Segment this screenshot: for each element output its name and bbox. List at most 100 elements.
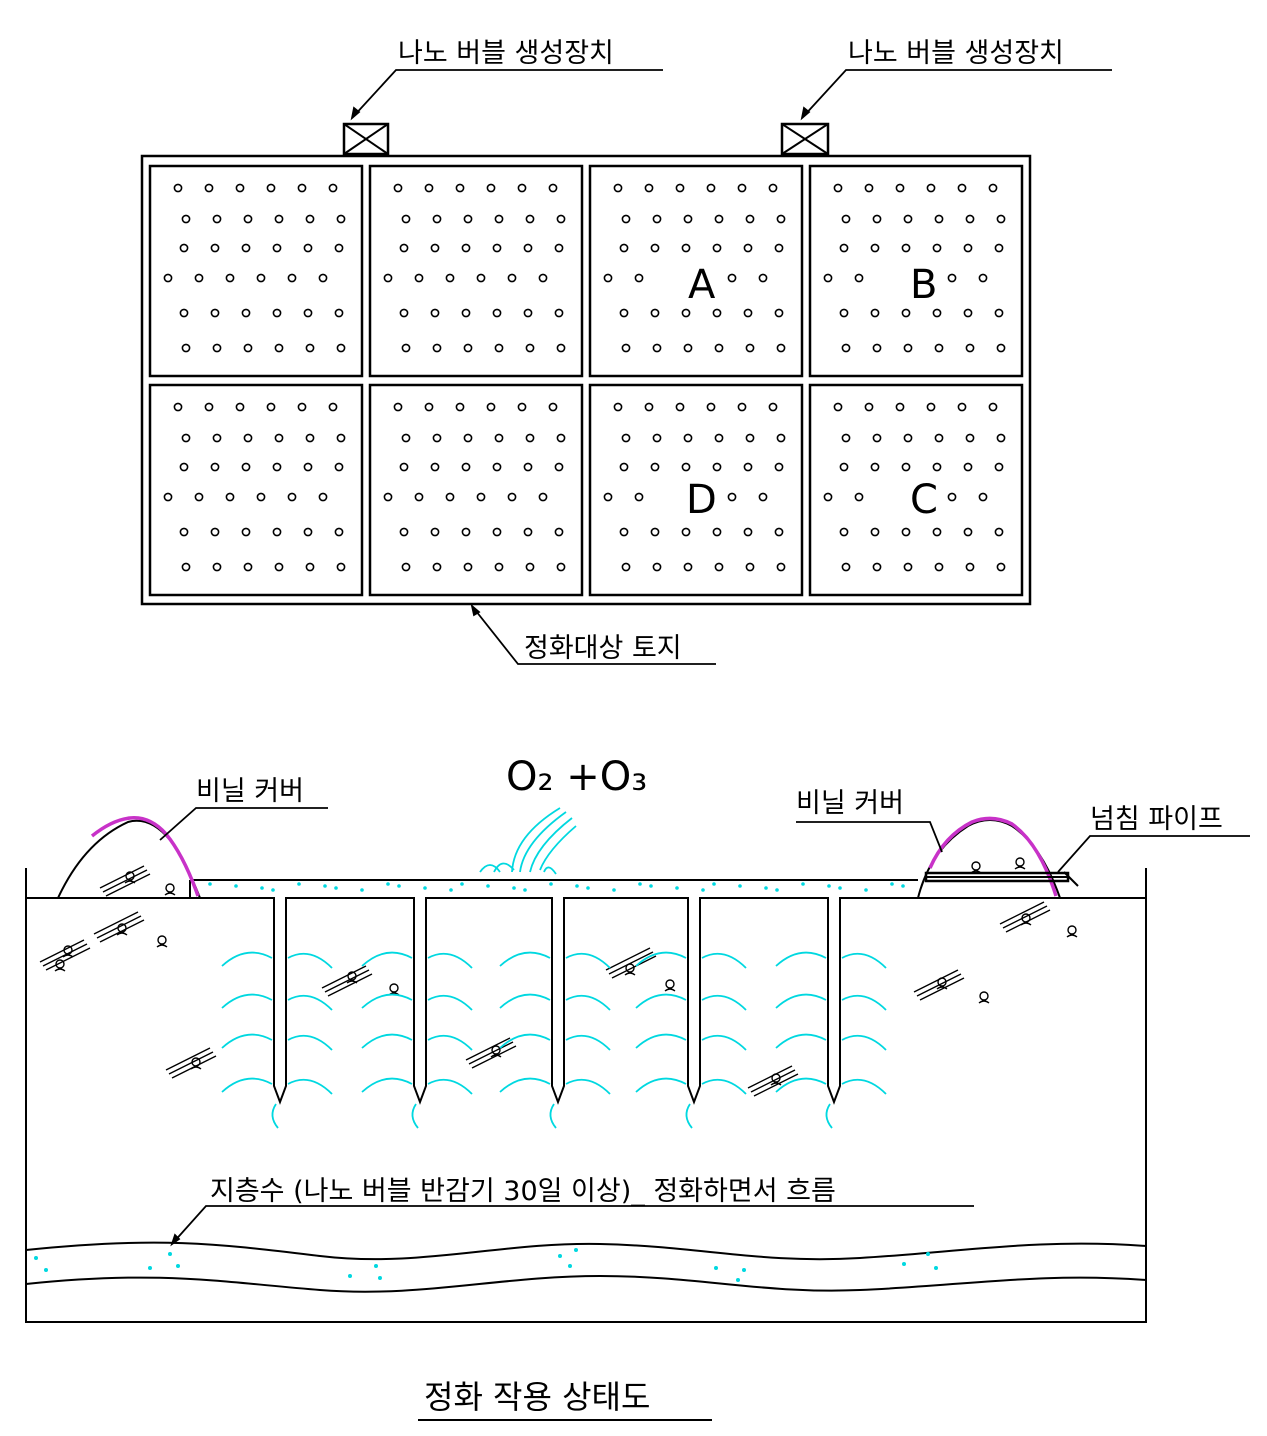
bubble-wave [635, 1033, 687, 1049]
injection-point [463, 433, 473, 443]
bubble-wave [287, 1034, 333, 1051]
bubble-wave [775, 1033, 827, 1049]
injection-point [841, 214, 851, 224]
leader-generator-left [350, 69, 663, 121]
injection-point [737, 402, 747, 412]
injection-point [274, 433, 284, 443]
bubble-dot [890, 882, 894, 886]
injection-point [870, 462, 880, 472]
injection-point [758, 492, 768, 502]
bubble-wave [701, 1034, 747, 1051]
injection-point [872, 214, 882, 224]
plot-cell [588, 383, 804, 597]
injection-point [650, 243, 660, 253]
bubble-wave [775, 951, 827, 967]
injection-point [870, 527, 880, 537]
injection-point [839, 462, 849, 472]
soil-pebble [191, 1057, 201, 1067]
injection-point [652, 343, 662, 353]
injection-point [461, 462, 471, 472]
injection-point [393, 402, 403, 412]
injection-point [994, 527, 1004, 537]
bubble-dot [712, 882, 716, 886]
bubble-dot [586, 886, 590, 890]
plot-cell [808, 383, 1024, 597]
injection-point [745, 343, 755, 353]
soil-hatch [168, 1051, 214, 1075]
soil-hatch [321, 965, 367, 989]
injection-point [274, 214, 284, 224]
injection-point [225, 492, 235, 502]
injection-point [517, 183, 527, 193]
injection-point [554, 243, 564, 253]
groundwater-bubble [934, 1266, 938, 1270]
injection-point [675, 183, 685, 193]
injection-point [241, 243, 251, 253]
injection-point [774, 462, 784, 472]
injection-point [525, 343, 535, 353]
soil-pebble [63, 945, 73, 955]
groundwater-bubble [558, 1254, 562, 1258]
leader-generator-right [800, 69, 1112, 121]
injection-point [965, 214, 975, 224]
groundwater-bubble [378, 1276, 382, 1280]
soil-pebble-base [1020, 922, 1032, 926]
soil-hatch [93, 911, 139, 935]
soil-pebble [665, 979, 675, 989]
bubble-dot [864, 888, 868, 892]
groundwater-bubble [568, 1264, 572, 1268]
injection-point [841, 562, 851, 572]
injection-point [926, 183, 936, 193]
injection-point [204, 183, 214, 193]
soil-hatch [605, 947, 651, 971]
injection-point [613, 402, 623, 412]
injection-point [978, 492, 988, 502]
injection-point [681, 462, 691, 472]
injection-point [652, 562, 662, 572]
injection-point [334, 243, 344, 253]
injection-point [776, 343, 786, 353]
soil-pebble-base [62, 954, 74, 958]
bubble-wave [701, 1078, 747, 1095]
bubble-dot [612, 888, 616, 892]
leader-cover-right [796, 821, 943, 853]
groundwater-bubble [176, 1264, 180, 1268]
injection-point [965, 343, 975, 353]
injection-point [430, 462, 440, 472]
injection-point [683, 214, 693, 224]
soil-hatch [324, 969, 370, 993]
injection-point [554, 462, 564, 472]
injection-point [737, 183, 747, 193]
bubble-wave [565, 994, 611, 1011]
gas-spray [479, 807, 577, 875]
diagram-caption: 정화 작용 상태도 [424, 1378, 650, 1416]
injection-point [212, 433, 222, 443]
injection-point [494, 433, 504, 443]
injection-point [463, 214, 473, 224]
bubble-wave [565, 1078, 611, 1095]
plan-view: 나노 버블 생성장치 나노 버블 생성장치 정화대상 토지 A B C D [140, 38, 1112, 665]
soil-pebble [165, 883, 175, 893]
injection-point [287, 492, 297, 502]
injection-point [947, 492, 957, 502]
injection-point [463, 343, 473, 353]
injection-point [523, 462, 533, 472]
injection-point [619, 462, 629, 472]
groundwater-bubble [34, 1256, 38, 1260]
groundwater-bubble [714, 1266, 718, 1270]
nano-bubble-generator-right [780, 122, 830, 156]
bubble-wave [499, 1077, 551, 1093]
injection-point [683, 562, 693, 572]
injection-point [994, 243, 1004, 253]
injection-point [554, 308, 564, 318]
soil-pebble-base [970, 870, 982, 874]
bubble-dot [323, 884, 327, 888]
injection-point [163, 492, 173, 502]
injection-point [619, 243, 629, 253]
injection-point [235, 183, 245, 193]
soil-pebble [771, 1073, 781, 1083]
injection-point [173, 183, 183, 193]
injection-point [445, 492, 455, 502]
injection-point [621, 562, 631, 572]
injection-point [430, 308, 440, 318]
